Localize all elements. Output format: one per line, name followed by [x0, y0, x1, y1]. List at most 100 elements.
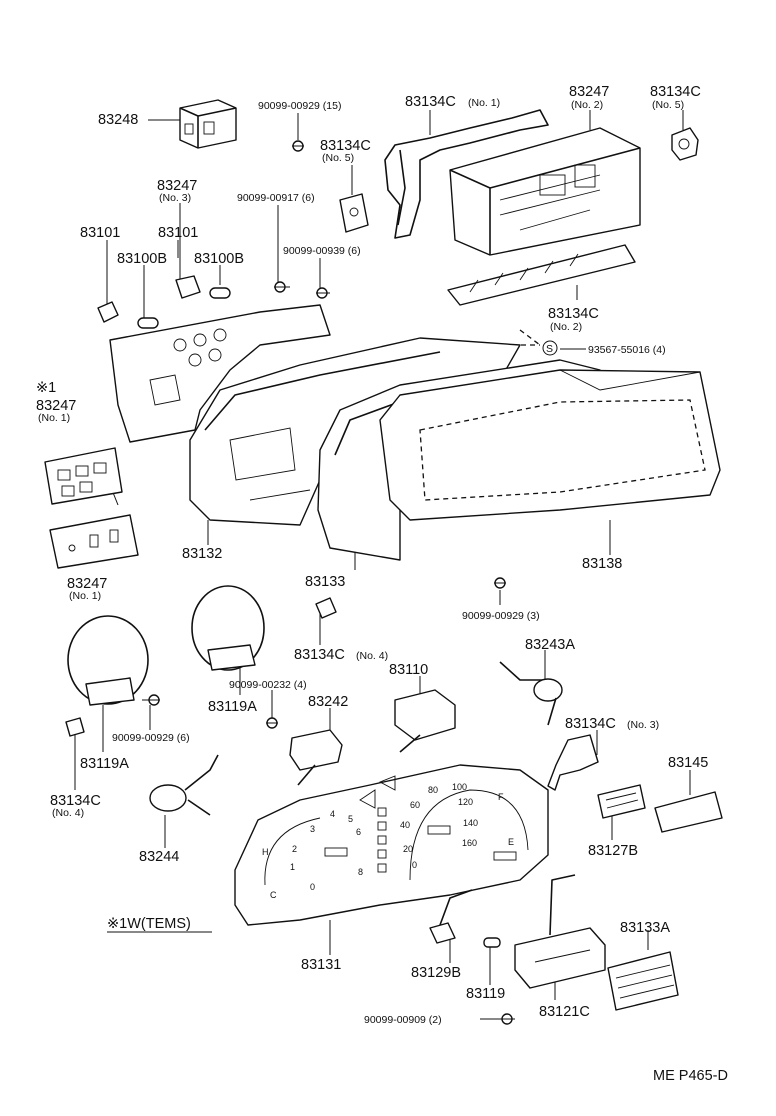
label-83121C: 83121C	[539, 1004, 590, 1020]
label-83134C-no4-center-sub: (No. 4)	[356, 650, 388, 662]
label-83134C-no5-right: 83134C	[650, 84, 701, 100]
label-83119: 83119	[466, 986, 505, 1002]
part-83119-bulb	[483, 937, 501, 948]
screw-icon	[494, 577, 506, 589]
label-90099-00939-6: 90099-00939 (6)	[283, 245, 361, 257]
label-83100B-b: 83100B	[194, 251, 244, 267]
label-83247-no3-sub: (No. 3)	[159, 192, 191, 204]
label-83101-a: 83101	[80, 225, 120, 241]
label-83248: 83248	[98, 112, 138, 128]
part-83134C-no4-center-clip	[315, 597, 337, 619]
label-83134C-no5-center: 83134C	[320, 138, 371, 154]
label-90099-00929-15: 90099-00929 (15)	[258, 100, 341, 112]
screw-icon	[292, 140, 304, 152]
fuel-f: F	[498, 792, 504, 802]
label-83134C-no3: 83134C	[565, 716, 616, 732]
tacho-2: 2	[292, 844, 297, 854]
temp-h: H	[262, 847, 269, 857]
tacho-4: 4	[330, 809, 335, 819]
label-90099-00917-6: 90099-00917 (6)	[237, 192, 315, 204]
speedo-0: 0	[412, 860, 417, 870]
label-83129B: 83129B	[411, 965, 461, 981]
part-83119A-ring-left	[67, 615, 149, 706]
label-90099-00232-4: 90099-00232 (4)	[229, 679, 307, 691]
label-90099-00929-3: 90099-00929 (3)	[462, 610, 540, 622]
note1-mark: ※1	[36, 380, 56, 396]
speedo-80: 80	[428, 785, 438, 795]
label-83134C-no1-sub: (No. 1)	[468, 97, 500, 109]
tacho-0: 0	[310, 882, 315, 892]
part-83131-dial-plate	[234, 764, 549, 926]
part-83134C-no5-right-clip	[671, 127, 699, 161]
label-83132: 83132	[182, 546, 222, 562]
part-83248-bracket	[179, 99, 237, 149]
tacho-8: 8	[358, 867, 363, 877]
fuel-e: E	[508, 837, 514, 847]
speedo-100: 100	[452, 782, 467, 792]
label-83119A-center: 83119A	[208, 699, 257, 715]
part-83134C-no2-bracket	[447, 244, 636, 306]
label-83134C-no2-sub: (No. 2)	[550, 321, 582, 333]
part-83243A-sensor	[499, 661, 563, 726]
dial-numerals: 0 1 2 3 4 5 6 8 H C 0 20 40 60 80 100 12…	[262, 782, 514, 900]
part-83101-socket	[175, 275, 201, 299]
label-83247-no1-top: 83247	[36, 398, 76, 414]
label-83247-no3: 83247	[157, 178, 197, 194]
label-90099-00929-6: 90099-00929 (6)	[112, 732, 190, 744]
part-83121C-connector	[514, 874, 606, 989]
label-93567-55016-4: 93567-55016 (4)	[588, 344, 666, 356]
label-83127B: 83127B	[588, 843, 638, 859]
label-83247-no2: 83247	[569, 84, 609, 100]
label-83247-no1-bottom-sub: (No. 1)	[69, 590, 101, 602]
part-83242-unit	[289, 729, 343, 786]
s-mark: S	[546, 343, 553, 355]
label-83145: 83145	[668, 755, 708, 771]
label-83247-no1-bottom: 83247	[67, 576, 107, 592]
screw-icon	[274, 281, 290, 293]
label-83134C-no3-sub: (No. 3)	[627, 719, 659, 731]
speedo-140: 140	[463, 818, 478, 828]
part-83110-gauge-unit	[394, 689, 456, 753]
speedo-20: 20	[403, 844, 413, 854]
part-83133A-resistor	[607, 951, 679, 1011]
temp-c: C	[270, 890, 277, 900]
speedo-40: 40	[400, 820, 410, 830]
label-83134C-no2: 83134C	[548, 306, 599, 322]
label-83134C-no1: 83134C	[405, 94, 456, 110]
speedo-160: 160	[462, 838, 477, 848]
part-labels: 83248 90099-00929 (15) 83134C (No. 1) 83…	[36, 84, 728, 1084]
label-83242: 83242	[308, 694, 348, 710]
part-83145-plate	[654, 791, 723, 833]
label-83119A-left: 83119A	[80, 756, 129, 772]
part-83138-glass	[379, 369, 721, 521]
label-83134C-no4-left-sub: (No. 4)	[52, 807, 84, 819]
label-83134C-no4-left: 83134C	[50, 793, 101, 809]
label-83134C-no5-right-sub: (No. 5)	[652, 99, 684, 111]
screw-icon	[316, 287, 330, 299]
part-83247-no1-bottom-board	[49, 514, 139, 569]
label-83131: 83131	[301, 957, 341, 973]
label-83100B-a: 83100B	[117, 251, 167, 267]
part-83119A-ring-center	[191, 585, 265, 671]
tacho-1: 1	[290, 862, 295, 872]
label-83243A: 83243A	[525, 637, 575, 653]
tacho-6: 6	[356, 827, 361, 837]
part-83127B-connector	[597, 784, 646, 819]
label-83247-no2-sub: (No. 2)	[571, 99, 603, 111]
label-83101-b: 83101	[158, 225, 198, 241]
part-printed-circuit-plate	[109, 304, 331, 443]
part-83134C-no4-left-clip	[65, 717, 85, 737]
label-83134C-no4-center: 83134C	[294, 647, 345, 663]
screw-icon	[500, 1013, 515, 1025]
speedo-120: 120	[458, 797, 473, 807]
legend-note: ※1W(TEMS)	[107, 916, 191, 932]
diagram-code: ME P465-D	[653, 1068, 728, 1084]
tacho-3: 3	[310, 824, 315, 834]
screw-icon	[266, 717, 278, 729]
part-83247-no2-circuit	[449, 127, 641, 256]
part-83134C-no3-bracket	[547, 734, 599, 791]
screw-icon	[142, 694, 160, 706]
label-83138: 83138	[582, 556, 622, 572]
